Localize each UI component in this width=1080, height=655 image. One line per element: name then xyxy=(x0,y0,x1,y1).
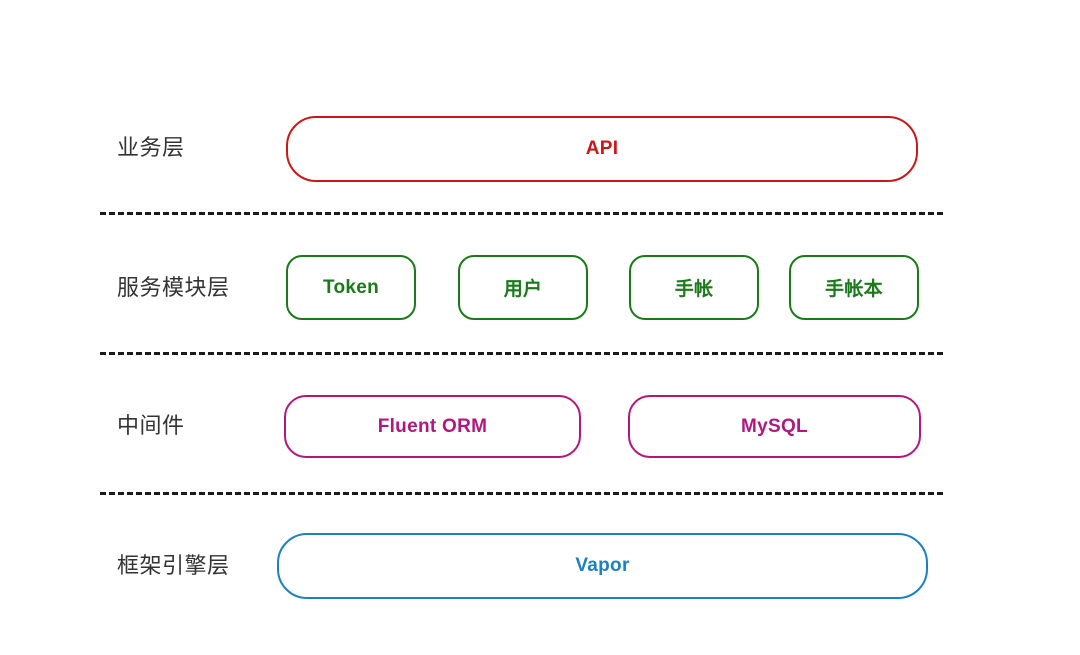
layer-label-business: 业务层 xyxy=(117,135,185,160)
node-user[interactable]: 用户 xyxy=(458,255,588,320)
node-vapor[interactable]: Vapor xyxy=(277,533,928,599)
node-api[interactable]: API xyxy=(286,116,918,182)
node-journal[interactable]: 手帐 xyxy=(629,255,759,320)
node-fluent-orm[interactable]: Fluent ORM xyxy=(284,395,581,458)
node-token[interactable]: Token xyxy=(286,255,416,320)
layer-divider-3 xyxy=(100,492,943,495)
layer-divider-2 xyxy=(100,352,943,355)
layer-label-service-modules: 服务模块层 xyxy=(117,275,230,300)
node-mysql[interactable]: MySQL xyxy=(628,395,921,458)
layer-label-middleware: 中间件 xyxy=(117,413,185,438)
layer-label-framework-engine: 框架引擎层 xyxy=(117,553,230,578)
layer-divider-1 xyxy=(100,212,943,215)
node-journal-book[interactable]: 手帐本 xyxy=(789,255,919,320)
